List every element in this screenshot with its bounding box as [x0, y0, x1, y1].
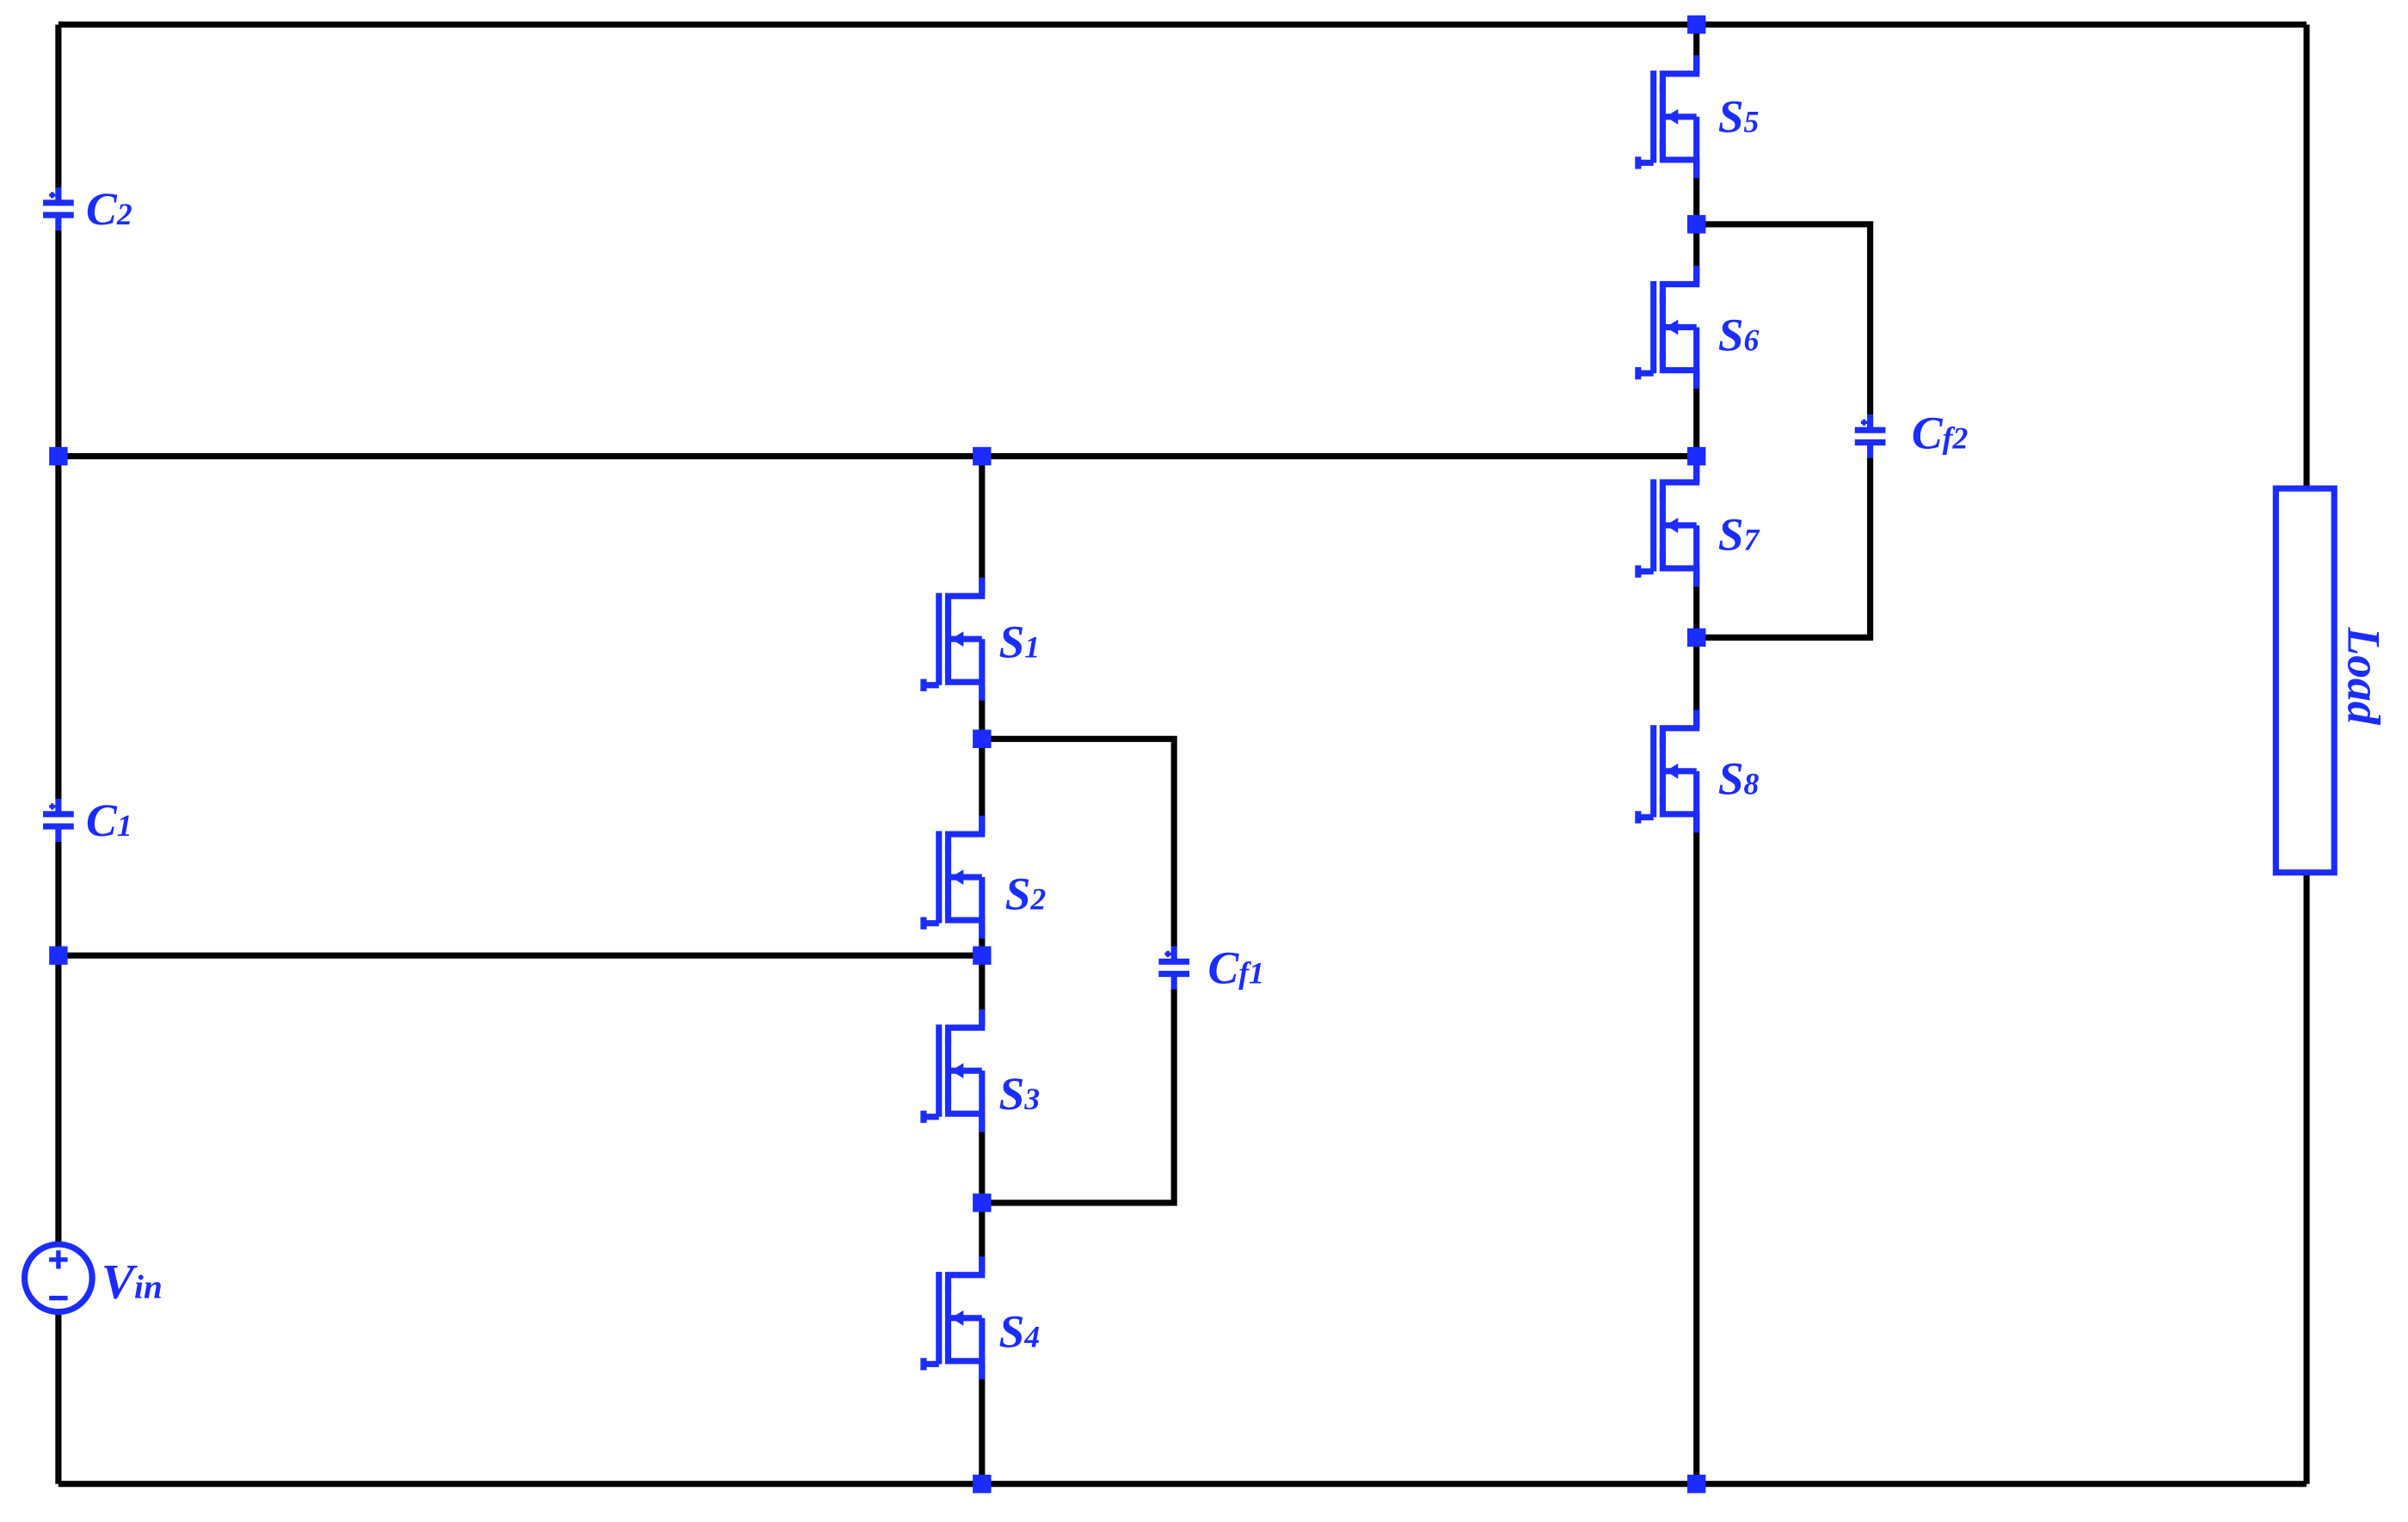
label-s6: S6 [1718, 309, 1760, 360]
label-vin: Vin [101, 1255, 163, 1310]
capacitor-icon [1855, 414, 1886, 457]
switch-s1: S1 [924, 578, 1040, 701]
capacitor-cf2: Cf2 [1855, 408, 1969, 459]
wire-cf2-loop-top [1696, 221, 1874, 415]
capacitor-icon [43, 799, 74, 842]
label-s1: S1 [998, 617, 1040, 668]
switch-s7: S7 [1638, 464, 1761, 587]
switch-s6: S6 [1638, 266, 1760, 389]
label-s7: S7 [1718, 509, 1761, 561]
node-left-mid-upper [49, 446, 68, 466]
mosfet-icon [924, 1256, 982, 1379]
node-leg1-top [973, 446, 992, 466]
node-leg2-s5-s6 [1686, 215, 1706, 234]
switch-s3: S3 [924, 1010, 1040, 1132]
capacitor-icon [43, 187, 74, 230]
node-leg1-s1-s2 [973, 729, 992, 748]
label-cf2: Cf2 [1912, 408, 1969, 459]
voltage-source-vin: Vin [22, 1241, 163, 1316]
switch-s8: S8 [1638, 709, 1760, 832]
node-leg1-s3-s4 [973, 1194, 992, 1212]
capacitor-c1: C1 [43, 795, 132, 846]
mosfet-icon [1638, 55, 1697, 178]
wire-cf2-loop-bottom [1696, 457, 1874, 641]
mosfet-icon [1638, 709, 1697, 832]
load-resistor: Load [2272, 485, 2389, 876]
label-s2: S2 [1005, 868, 1047, 920]
node-leg2-s6-s7 [1686, 446, 1706, 466]
label-cf1: Cf1 [1207, 942, 1264, 993]
label-s5: S5 [1718, 91, 1760, 143]
node-left-mid-lower [49, 946, 68, 965]
node-leg1-s2-s3 [973, 946, 992, 965]
mosfet-icon [924, 816, 982, 939]
mosfet-icon [924, 578, 982, 701]
switch-s5: S5 [1638, 55, 1760, 178]
mosfet-icon [1638, 464, 1697, 587]
node-leg2-s7-s8 [1686, 628, 1706, 647]
wires [55, 21, 2310, 1488]
label-c1: C1 [86, 795, 132, 846]
mosfet-icon [1638, 266, 1697, 389]
label-load: Load [2337, 626, 2389, 725]
switch-s2: S2 [924, 816, 1047, 939]
capacitor-cf1: Cf1 [1158, 942, 1264, 993]
node-top-leg2 [1686, 15, 1706, 34]
load-resistor-icon [2272, 485, 2337, 876]
capacitor-c2: C2 [43, 183, 132, 235]
label-s4: S4 [998, 1306, 1040, 1358]
node-bottom-leg2 [1686, 1474, 1706, 1494]
capacitor-icon [1158, 946, 1189, 989]
voltage-source-icon [22, 1241, 95, 1316]
node-bottom-leg1 [973, 1474, 992, 1494]
wire-cf1-loop-bottom [981, 989, 1177, 1206]
label-s3: S3 [998, 1068, 1040, 1120]
junction-nodes [49, 15, 1706, 1494]
wire-cf1-loop-top [981, 735, 1177, 947]
switch-s4: S4 [924, 1256, 1040, 1379]
label-c2: C2 [86, 183, 132, 235]
label-s8: S8 [1718, 753, 1760, 805]
mosfet-icon [924, 1010, 982, 1132]
